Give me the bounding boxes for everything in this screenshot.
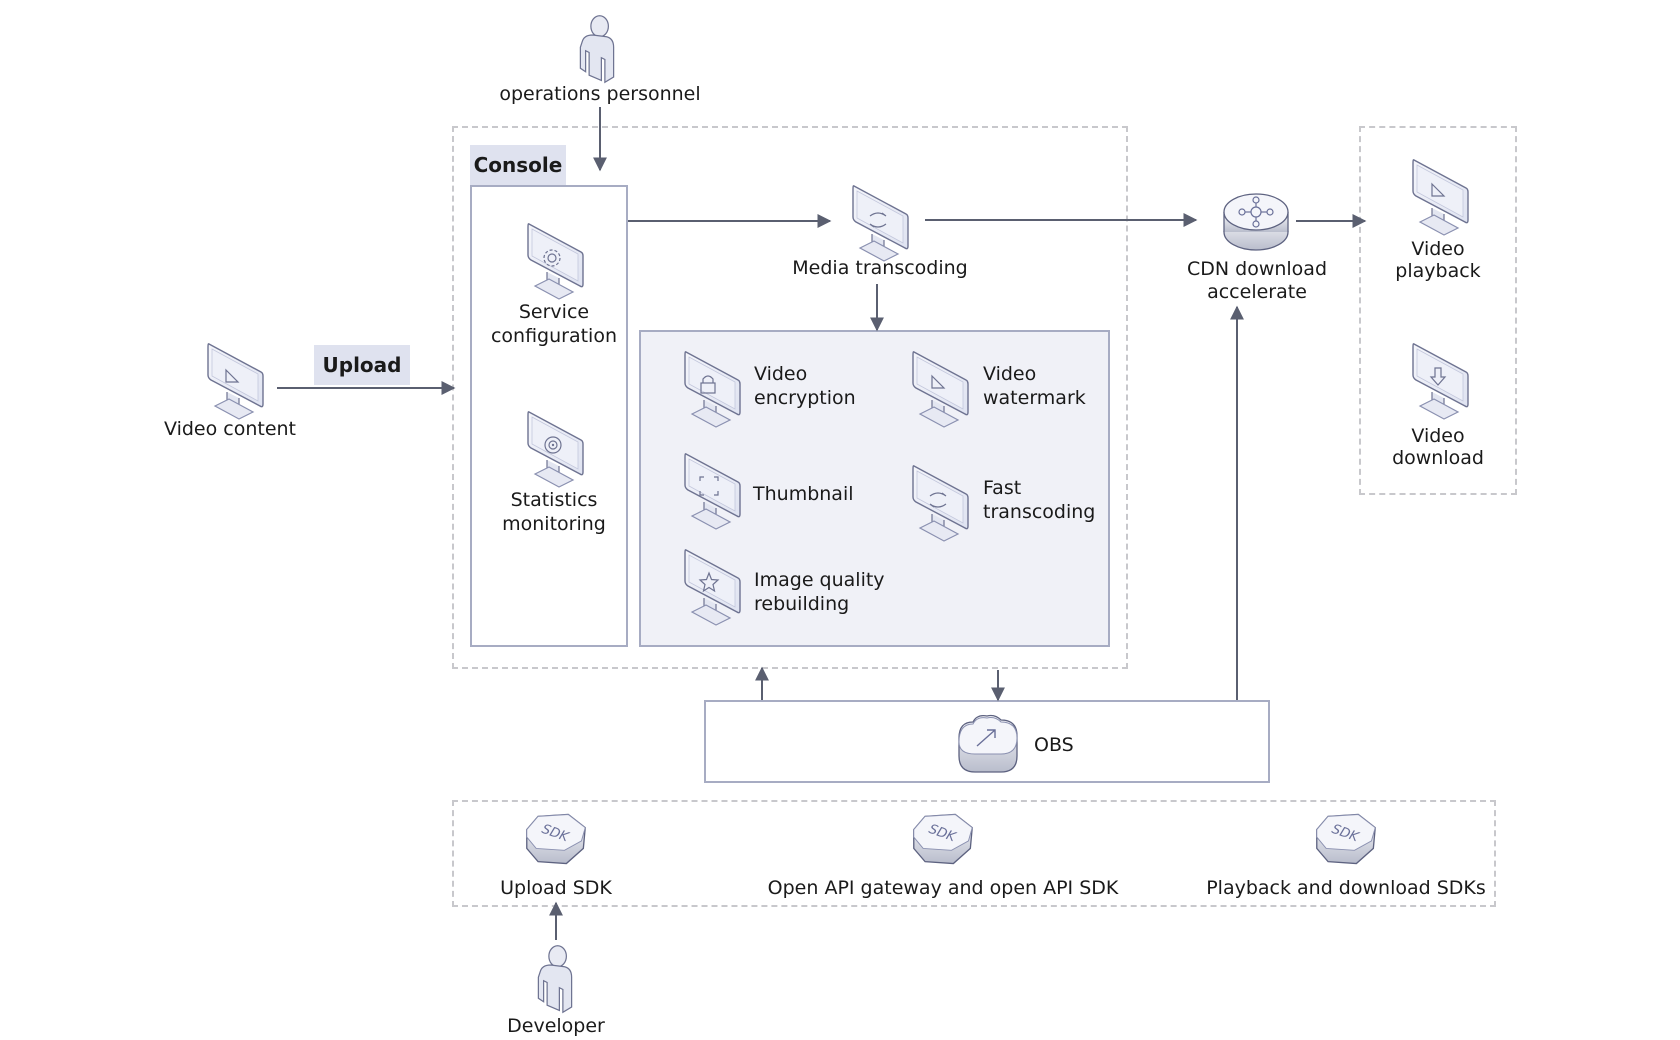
transcode-icon — [929, 492, 947, 508]
thumbnail-label: Thumbnail — [753, 483, 854, 505]
video-watermark-label-1: Video — [983, 363, 1037, 385]
target-icon — [544, 436, 562, 454]
upload-sdk-label: Upload SDK — [500, 877, 612, 899]
playback-download-sdk-label: Playback and download SDKs — [1206, 877, 1486, 899]
play-icon — [1431, 182, 1446, 197]
video-playback-label-2: playback — [1395, 260, 1481, 282]
video-encryption-label-1: Video — [754, 363, 808, 385]
upload-sdk-icon — [523, 812, 589, 866]
operations-person-icon — [572, 14, 622, 84]
cloud-storage-icon — [958, 714, 1018, 773]
operations-label: operations personnel — [499, 83, 701, 105]
video-download-label-1: Video — [1411, 425, 1465, 447]
obs-box — [704, 700, 1270, 783]
gear-icon — [543, 249, 561, 267]
image-quality-label-1: Image quality — [754, 569, 885, 591]
video-content-label: Video content — [163, 418, 297, 440]
service-config-label-2: configuration — [490, 325, 618, 347]
play-icon — [225, 368, 240, 383]
video-download-label-2: download — [1392, 447, 1484, 469]
console-box — [470, 185, 628, 647]
obs-label: OBS — [1034, 734, 1074, 756]
developer-label: Developer — [507, 1015, 605, 1037]
video-playback-label-1: Video — [1411, 238, 1465, 260]
statistics-label-1: Statistics — [510, 489, 598, 511]
star-icon — [698, 571, 720, 593]
output-group — [1359, 126, 1517, 495]
fast-transcoding-label-2: transcoding — [983, 501, 1096, 523]
lock-icon — [700, 375, 716, 394]
upload-tag: Upload — [314, 345, 410, 385]
open-api-sdk-icon — [910, 812, 976, 866]
cdn-label-2: accelerate — [1207, 281, 1307, 303]
console-title: Console — [470, 145, 566, 185]
play-icon — [931, 374, 946, 389]
service-config-label-1: Service — [518, 301, 590, 323]
cdn-node-icon — [1223, 193, 1289, 251]
fast-transcoding-label-1: Fast — [983, 477, 1022, 499]
image-quality-label-2: rebuilding — [754, 593, 850, 615]
media-transcoding-label: Media transcoding — [792, 257, 968, 279]
crop-icon — [699, 476, 719, 496]
playback-download-sdk-icon — [1313, 812, 1379, 866]
sdk-group — [452, 800, 1496, 907]
transcode-icon — [869, 212, 887, 228]
video-encryption-label-2: encryption — [754, 387, 856, 409]
download-icon — [1429, 367, 1447, 386]
statistics-label-2: monitoring — [502, 513, 606, 535]
open-api-sdk-label: Open API gateway and open API SDK — [767, 877, 1119, 899]
video-watermark-label-2: watermark — [983, 387, 1086, 409]
platform-group — [452, 126, 1128, 669]
developer-person-icon — [530, 944, 580, 1014]
cdn-label-1: CDN download — [1186, 258, 1328, 280]
